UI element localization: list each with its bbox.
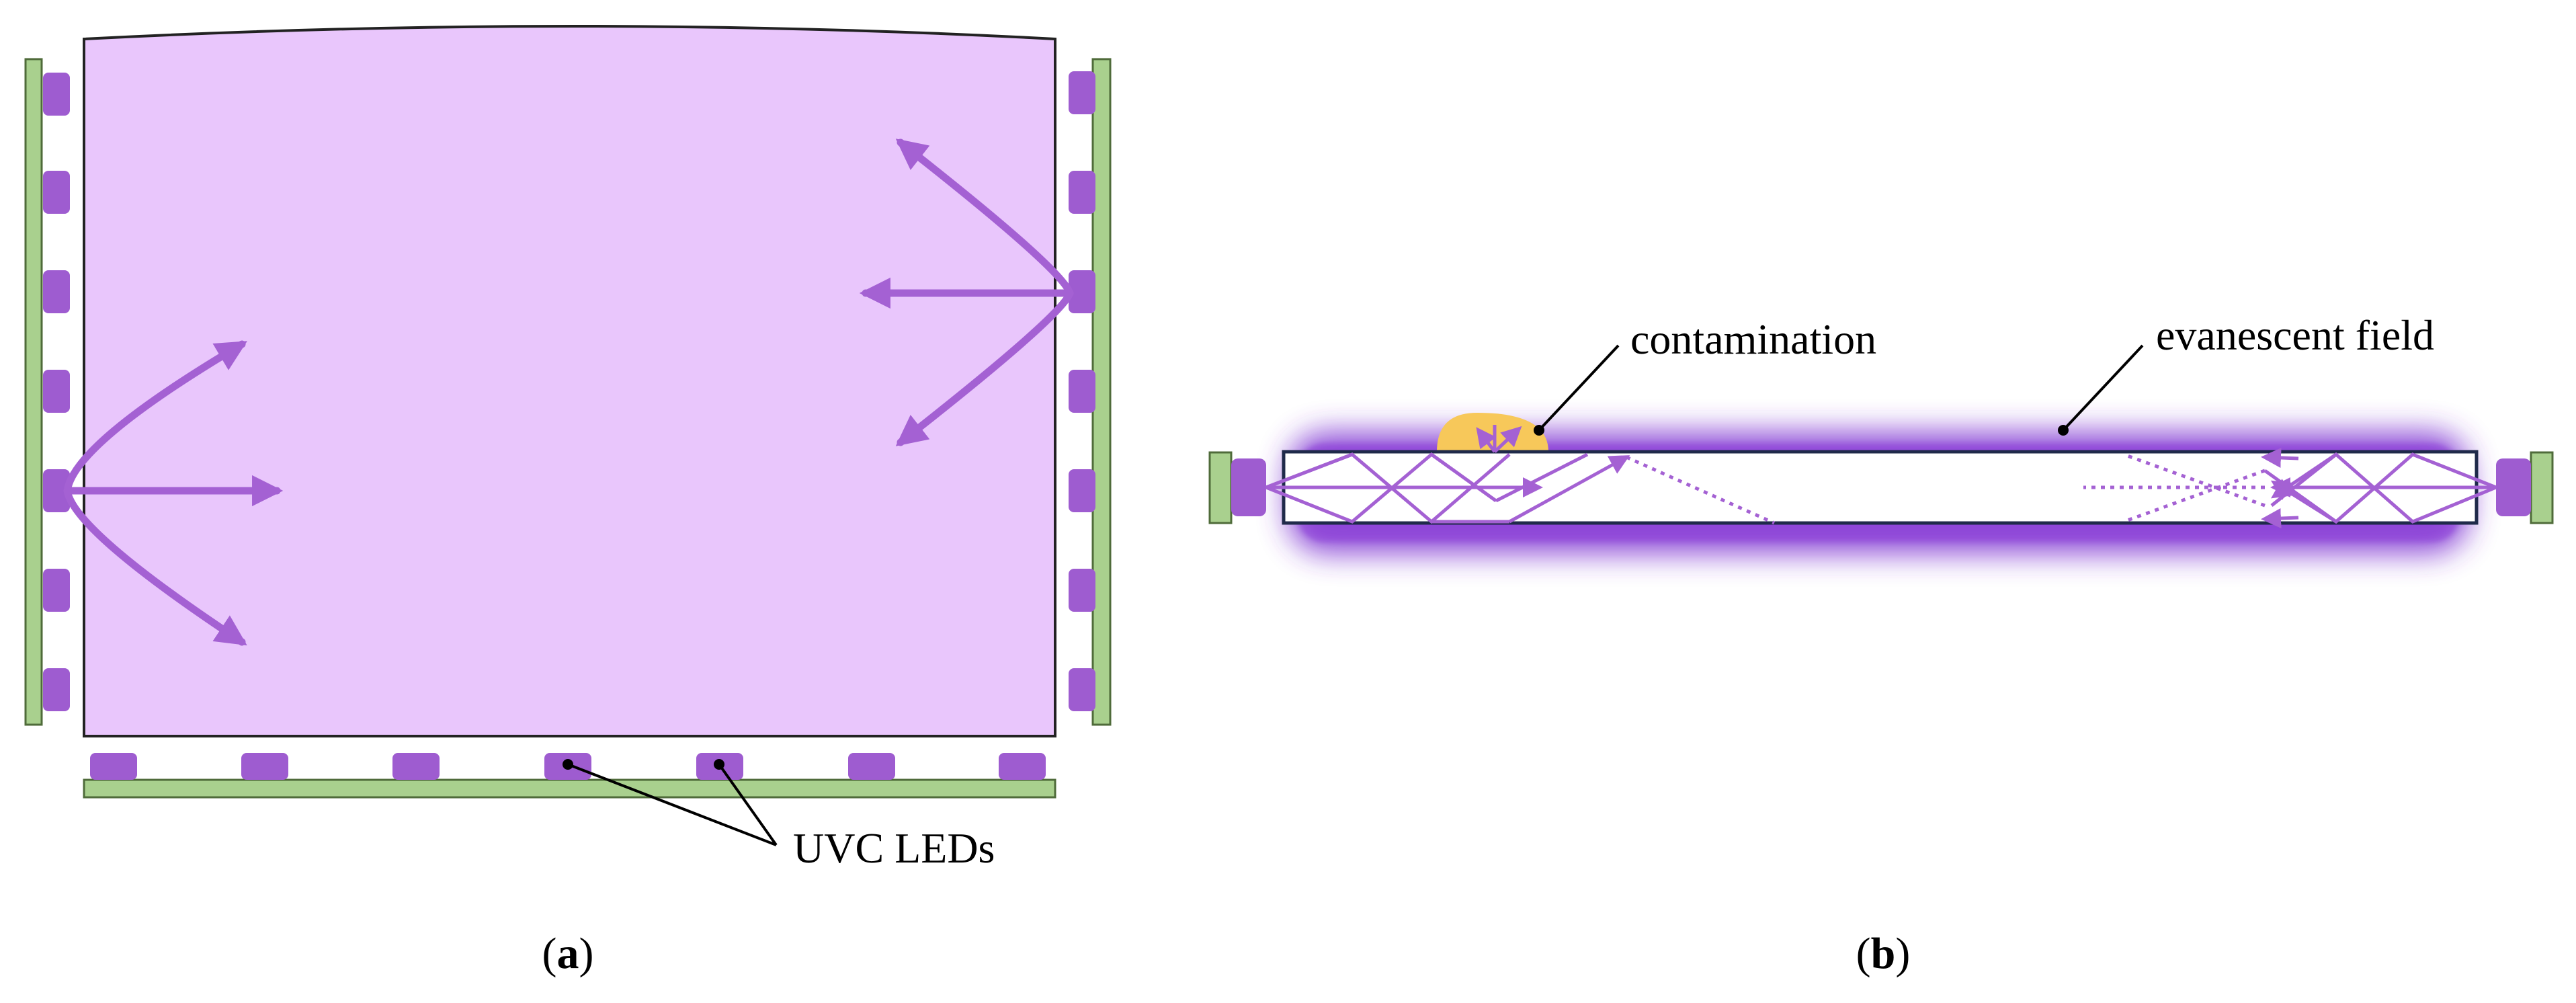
right-led-board: [1091, 58, 1112, 726]
evanescent-ray: [1493, 426, 1522, 453]
emission-arrow: [895, 289, 1074, 446]
emission-arrow: [63, 340, 247, 495]
uvc-led: [43, 569, 70, 612]
panel-b: contamination evanescent field (b): [1208, 311, 2554, 978]
uvc-led: [392, 753, 440, 780]
uvc-led: [848, 753, 895, 780]
scattered-ray: [1625, 455, 1776, 525]
evanescent-leader-dot: [2058, 425, 2069, 436]
right-emission-arrows: [859, 138, 1074, 446]
uvc-led: [1069, 469, 1095, 512]
bottom-led-row: [90, 753, 1046, 780]
leader-dot: [563, 759, 573, 770]
guided-ray: [2261, 447, 2299, 468]
uvc-led: [43, 370, 70, 413]
panel-a: UVC LEDs (a): [24, 25, 1112, 978]
right-end-board: [2530, 451, 2554, 524]
left-end-board: [1208, 451, 1233, 524]
uvc-led: [241, 753, 288, 780]
guided-ray: [1508, 455, 1630, 524]
panel-b-caption: (b): [1856, 929, 1911, 978]
left-end-led: [1231, 458, 1266, 516]
uvc-led: [1069, 270, 1095, 313]
uvc-led: [43, 270, 70, 313]
evanescent-field-label: evanescent field: [2156, 311, 2434, 359]
contamination-leader-dot: [1534, 425, 1544, 436]
bottom-led-board: [83, 778, 1056, 799]
left-guided-rays: [1265, 425, 1776, 525]
uvc-led: [43, 73, 70, 116]
uvc-led: [1069, 668, 1095, 711]
led-label-leaders: [567, 763, 778, 846]
illuminated-volume: [83, 25, 1056, 737]
uvc-led: [1069, 71, 1095, 114]
leader-line: [567, 763, 777, 846]
evanescent-ray: [1476, 427, 1497, 453]
emission-arrow: [63, 487, 247, 646]
uvc-led: [999, 753, 1046, 780]
uvc-led: [43, 668, 70, 711]
right-end-led: [2496, 458, 2531, 516]
left-led-board: [24, 58, 43, 726]
uvc-led: [1069, 569, 1095, 612]
emission-arrow: [895, 138, 1074, 297]
scattered-ray: [2123, 469, 2266, 524]
scattered-ray: [2123, 452, 2266, 508]
uvc-led: [1069, 171, 1095, 214]
uvc-led: [43, 469, 70, 512]
contamination-leader: [1538, 344, 1620, 432]
evanescent-leader: [2062, 344, 2144, 432]
guided-ray: [1265, 452, 1353, 489]
leader-dot: [714, 759, 724, 770]
uvc-led: [1069, 370, 1095, 413]
uvc-leds-label: UVC LEDs: [793, 824, 995, 872]
contamination-label: contamination: [1630, 315, 1876, 363]
guided-ray: [1430, 452, 1497, 503]
uvc-led: [90, 753, 137, 780]
uvc-led: [43, 171, 70, 214]
left-emission-arrows: [63, 340, 284, 646]
leader-line: [718, 763, 778, 846]
contamination-droplet: [1437, 413, 1548, 452]
panel-a-caption: (a): [542, 929, 594, 978]
right-guided-rays: [2083, 447, 2497, 529]
right-led-column: [1069, 71, 1095, 711]
left-led-column: [43, 73, 70, 711]
guided-ray: [2261, 508, 2299, 529]
guided-ray: [2271, 452, 2337, 499]
